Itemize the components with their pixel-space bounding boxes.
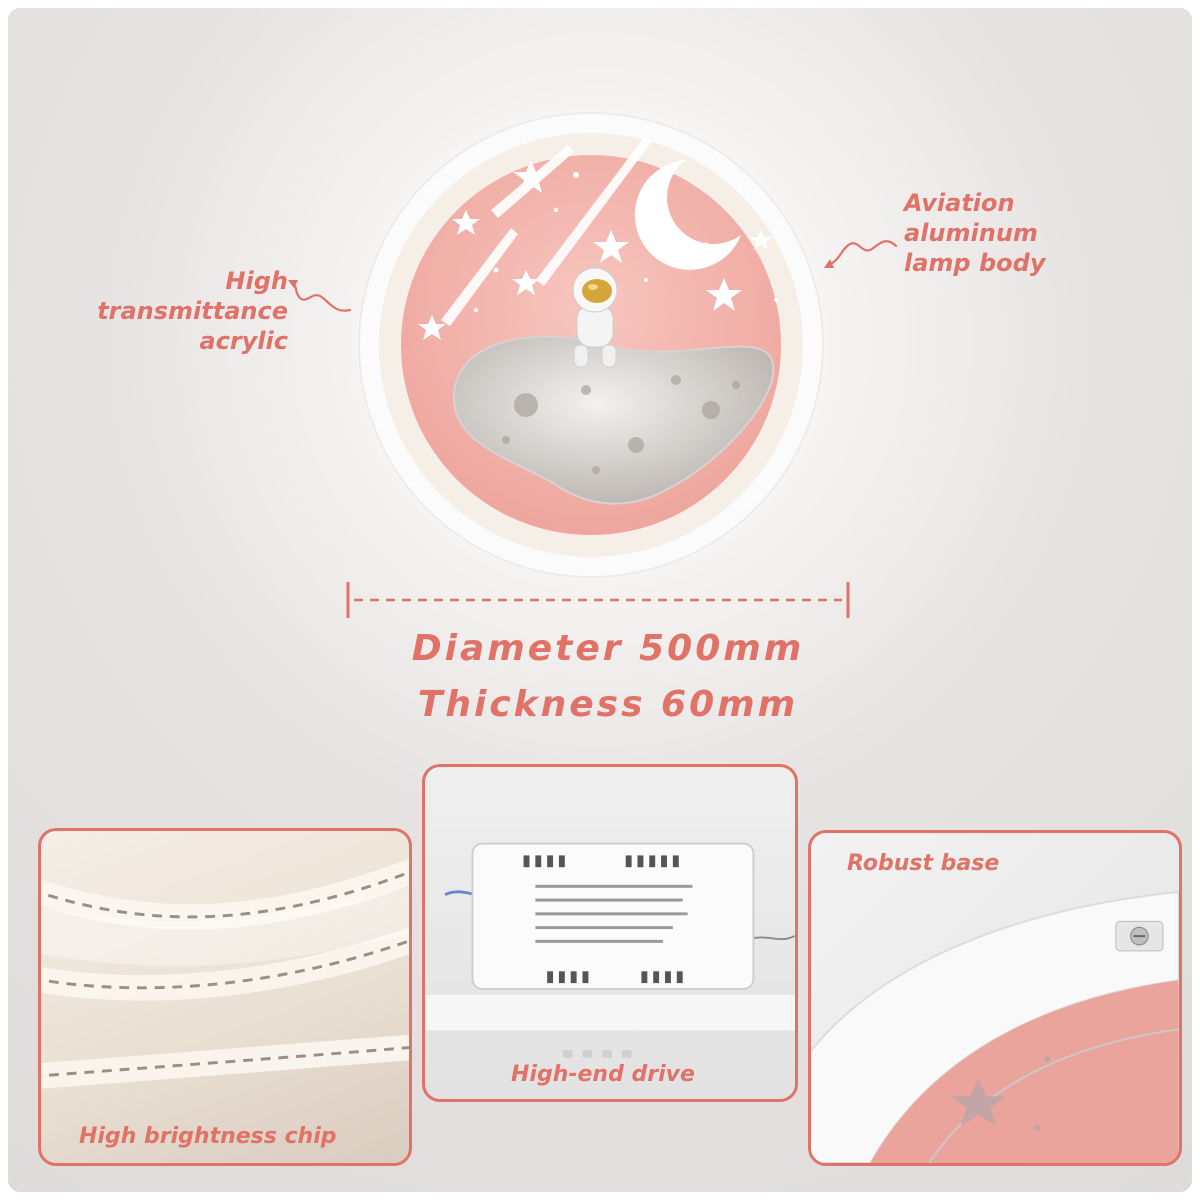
product-canvas: High transmittance acrylic Aviation alum… — [8, 8, 1192, 1192]
diameter-label: Diameter 500mm — [411, 628, 805, 669]
base-illustration — [811, 890, 1179, 1163]
led-strip-illustration — [41, 858, 409, 1089]
callout-aluminum: Aviation aluminum lamp body — [904, 188, 1164, 278]
driver-illustration — [425, 842, 795, 1058]
panel-drive-label: High-end drive — [511, 1062, 695, 1087]
callout-acrylic-line-1: High — [225, 267, 288, 295]
callout-aluminum-line-3: lamp body — [904, 249, 1046, 277]
callout-aluminum-line-1: Aviation — [904, 189, 1015, 217]
thickness-label: Thickness 60mm — [417, 684, 799, 725]
callout-acrylic: High transmittance acrylic — [48, 266, 288, 356]
callout-acrylic-line-2: transmittance — [97, 297, 288, 325]
callout-acrylic-line-3: acrylic — [199, 327, 288, 355]
callout-aluminum-arrow — [824, 240, 898, 268]
dimension-line — [346, 582, 850, 618]
panel-led-chip-label: High brightness chip — [79, 1124, 337, 1149]
panel-drive: High-end drive — [422, 764, 798, 1102]
panel-led-chip: High brightness chip — [38, 828, 412, 1166]
callout-aluminum-line-2: aluminum — [904, 219, 1038, 247]
lamp-illustration — [346, 100, 836, 590]
panel-base-label: Robust base — [847, 851, 1000, 876]
panel-base: Robust base — [808, 830, 1182, 1166]
callout-acrylic-arrow — [288, 280, 352, 312]
